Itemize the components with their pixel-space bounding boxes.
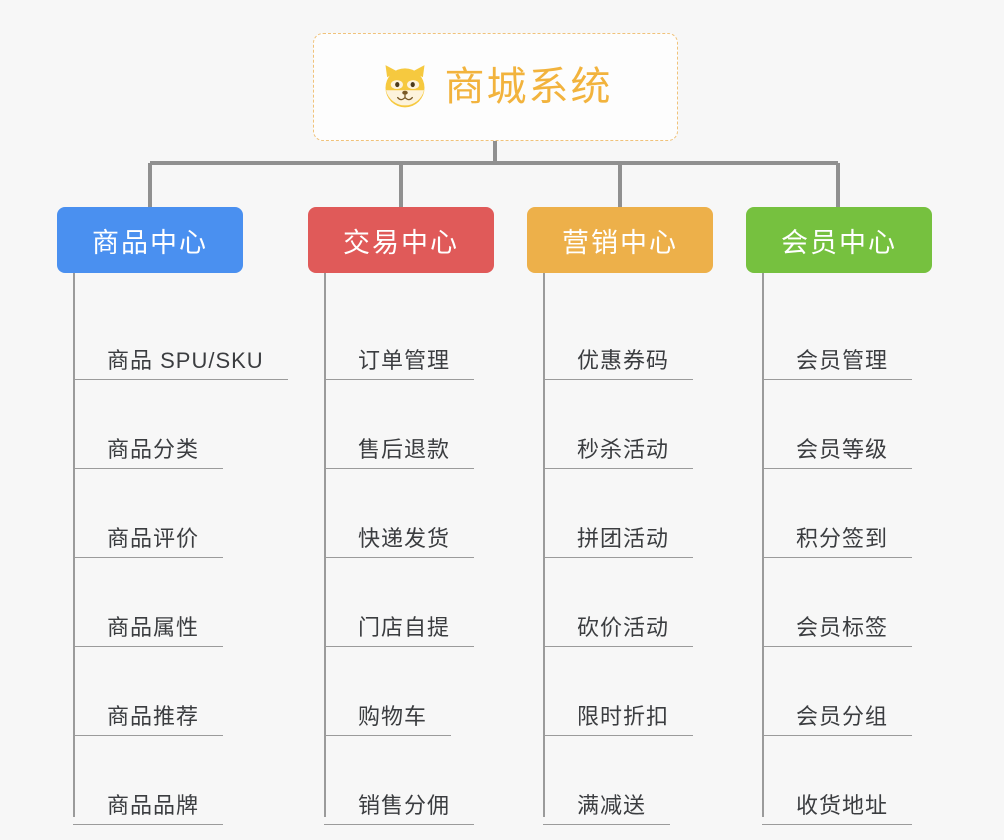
leaf-item[interactable]: 商品推荐	[73, 647, 243, 736]
leaf-label: 商品属性	[73, 615, 224, 647]
leaf-item[interactable]: 商品品牌	[73, 736, 243, 825]
branch-header-label-0: 商品中心	[92, 227, 208, 258]
leaf-label: 秒杀活动	[543, 437, 694, 469]
shiba-dog-icon	[379, 61, 431, 113]
leaf-label: 砍价活动	[543, 615, 694, 647]
branch-column-0: 商品中心 商品 SPU/SKU 商品分类 商品评价 商品属性 商品推荐 商品品牌	[57, 207, 288, 825]
leaf-item[interactable]: 会员管理	[762, 291, 932, 380]
leaf-label: 收货地址	[762, 793, 913, 825]
leaf-item[interactable]: 商品分类	[73, 380, 243, 469]
leaf-label: 销售分佣	[324, 793, 475, 825]
leaf-item[interactable]: 订单管理	[324, 291, 494, 380]
leaf-item[interactable]: 快递发货	[324, 469, 494, 558]
leaf-item[interactable]: 拼团活动	[543, 469, 713, 558]
branch-leaf-list-1: 订单管理 售后退款 快递发货 门店自提 购物车 销售分佣	[324, 273, 494, 825]
branch-column-2: 营销中心 优惠券码 秒杀活动 拼团活动 砍价活动 限时折扣 满减送	[527, 207, 713, 825]
leaf-item[interactable]: 优惠券码	[543, 291, 713, 380]
leaf-item[interactable]: 会员等级	[762, 380, 932, 469]
branch-column-3: 会员中心 会员管理 会员等级 积分签到 会员标签 会员分组 收货地址	[746, 207, 932, 825]
leaf-item[interactable]: 满减送	[543, 736, 713, 825]
leaf-label: 限时折扣	[543, 704, 694, 736]
branch-header-label-1: 交易中心	[343, 227, 459, 258]
leaf-item[interactable]: 砍价活动	[543, 558, 713, 647]
leaf-label: 积分签到	[762, 526, 913, 558]
leaf-label: 购物车	[324, 704, 452, 736]
root-title: 商城系统	[444, 65, 613, 109]
leaf-label: 快递发货	[324, 526, 475, 558]
leaf-item[interactable]: 限时折扣	[543, 647, 713, 736]
branch-column-1: 交易中心 订单管理 售后退款 快递发货 门店自提 购物车 销售分佣	[308, 207, 494, 825]
leaf-item[interactable]: 售后退款	[324, 380, 494, 469]
leaf-label: 商品分类	[73, 437, 224, 469]
leaf-label: 会员分组	[762, 704, 913, 736]
branch-header-label-3: 会员中心	[781, 227, 897, 258]
leaf-item[interactable]: 会员标签	[762, 558, 932, 647]
leaf-label: 会员标签	[762, 615, 913, 647]
leaf-item[interactable]: 门店自提	[324, 558, 494, 647]
leaf-label: 门店自提	[324, 615, 475, 647]
leaf-label: 优惠券码	[543, 348, 694, 380]
branch-header-0[interactable]: 商品中心	[57, 207, 243, 273]
branch-leaf-list-2: 优惠券码 秒杀活动 拼团活动 砍价活动 限时折扣 满减送	[543, 273, 713, 825]
branch-header-3[interactable]: 会员中心	[746, 207, 932, 273]
leaf-label: 商品 SPU/SKU	[73, 348, 288, 380]
leaf-label: 会员等级	[762, 437, 913, 469]
branch-leaf-list-0: 商品 SPU/SKU 商品分类 商品评价 商品属性 商品推荐 商品品牌	[73, 273, 288, 825]
leaf-label: 拼团活动	[543, 526, 694, 558]
leaf-item[interactable]: 秒杀活动	[543, 380, 713, 469]
root-node[interactable]: 商城系统	[313, 33, 678, 141]
leaf-item[interactable]: 商品 SPU/SKU	[73, 291, 288, 380]
branch-leaf-list-3: 会员管理 会员等级 积分签到 会员标签 会员分组 收货地址	[762, 273, 932, 825]
branch-header-1[interactable]: 交易中心	[308, 207, 494, 273]
leaf-item[interactable]: 积分签到	[762, 469, 932, 558]
leaf-item[interactable]: 收货地址	[762, 736, 932, 825]
leaf-label: 会员管理	[762, 348, 913, 380]
leaf-item[interactable]: 会员分组	[762, 647, 932, 736]
leaf-item[interactable]: 销售分佣	[324, 736, 494, 825]
leaf-label: 售后退款	[324, 437, 475, 469]
leaf-item[interactable]: 购物车	[324, 647, 494, 736]
branch-header-2[interactable]: 营销中心	[527, 207, 713, 273]
leaf-item[interactable]: 商品属性	[73, 558, 243, 647]
leaf-label: 满减送	[543, 793, 671, 825]
leaf-label: 商品品牌	[73, 793, 224, 825]
leaf-label: 商品评价	[73, 526, 224, 558]
leaf-label: 订单管理	[324, 348, 475, 380]
leaf-item[interactable]: 商品评价	[73, 469, 243, 558]
branch-header-label-2: 营销中心	[562, 227, 678, 258]
leaf-label: 商品推荐	[73, 704, 224, 736]
